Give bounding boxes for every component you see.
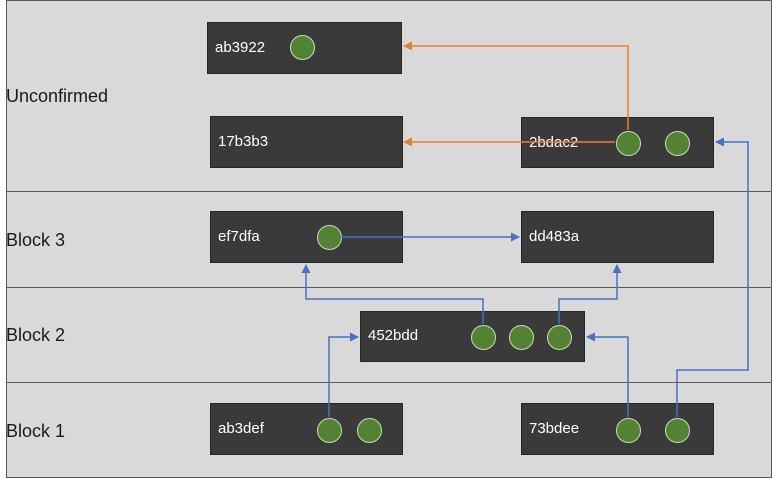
output-circle <box>509 325 534 350</box>
transaction-id: 2bdac2 <box>529 134 579 151</box>
output-circle <box>317 418 342 443</box>
output-circle <box>357 418 382 443</box>
transaction-id: 452bdd <box>368 327 419 344</box>
transaction-17b3b3: 17b3b3 <box>210 116 403 168</box>
output-circle <box>616 131 641 156</box>
transaction-id: ef7dfa <box>218 228 260 245</box>
transaction-id: ab3922 <box>215 39 266 56</box>
transaction-ab3922: ab3922 <box>207 22 402 74</box>
output-circle <box>616 418 641 443</box>
output-circle <box>471 325 496 350</box>
output-circle <box>665 131 690 156</box>
transaction-id: 17b3b3 <box>218 133 269 150</box>
output-circle <box>290 35 315 60</box>
transaction-id: ab3def <box>218 420 264 437</box>
transaction-id: dd483a <box>529 228 580 245</box>
transaction-id: 73bdee <box>529 420 580 437</box>
transaction-452bdd: 452bdd <box>360 311 585 362</box>
transaction-73bdee: 73bdee <box>521 403 714 455</box>
row-label-block-3: Block 3 <box>6 230 66 250</box>
transaction-ab3def: ab3def <box>210 403 403 455</box>
transaction-2bdac2: 2bdac2 <box>521 117 714 168</box>
transaction-ef7dfa: ef7dfa <box>210 211 403 263</box>
output-circle <box>317 225 342 250</box>
row-label-block-1: Block 1 <box>6 421 66 441</box>
row-label-block-2: Block 2 <box>6 325 66 345</box>
output-circle <box>547 325 572 350</box>
transaction-dd483a: dd483a <box>521 211 714 263</box>
row-label-unconfirmed: Unconfirmed <box>6 86 109 106</box>
output-circle <box>665 418 690 443</box>
